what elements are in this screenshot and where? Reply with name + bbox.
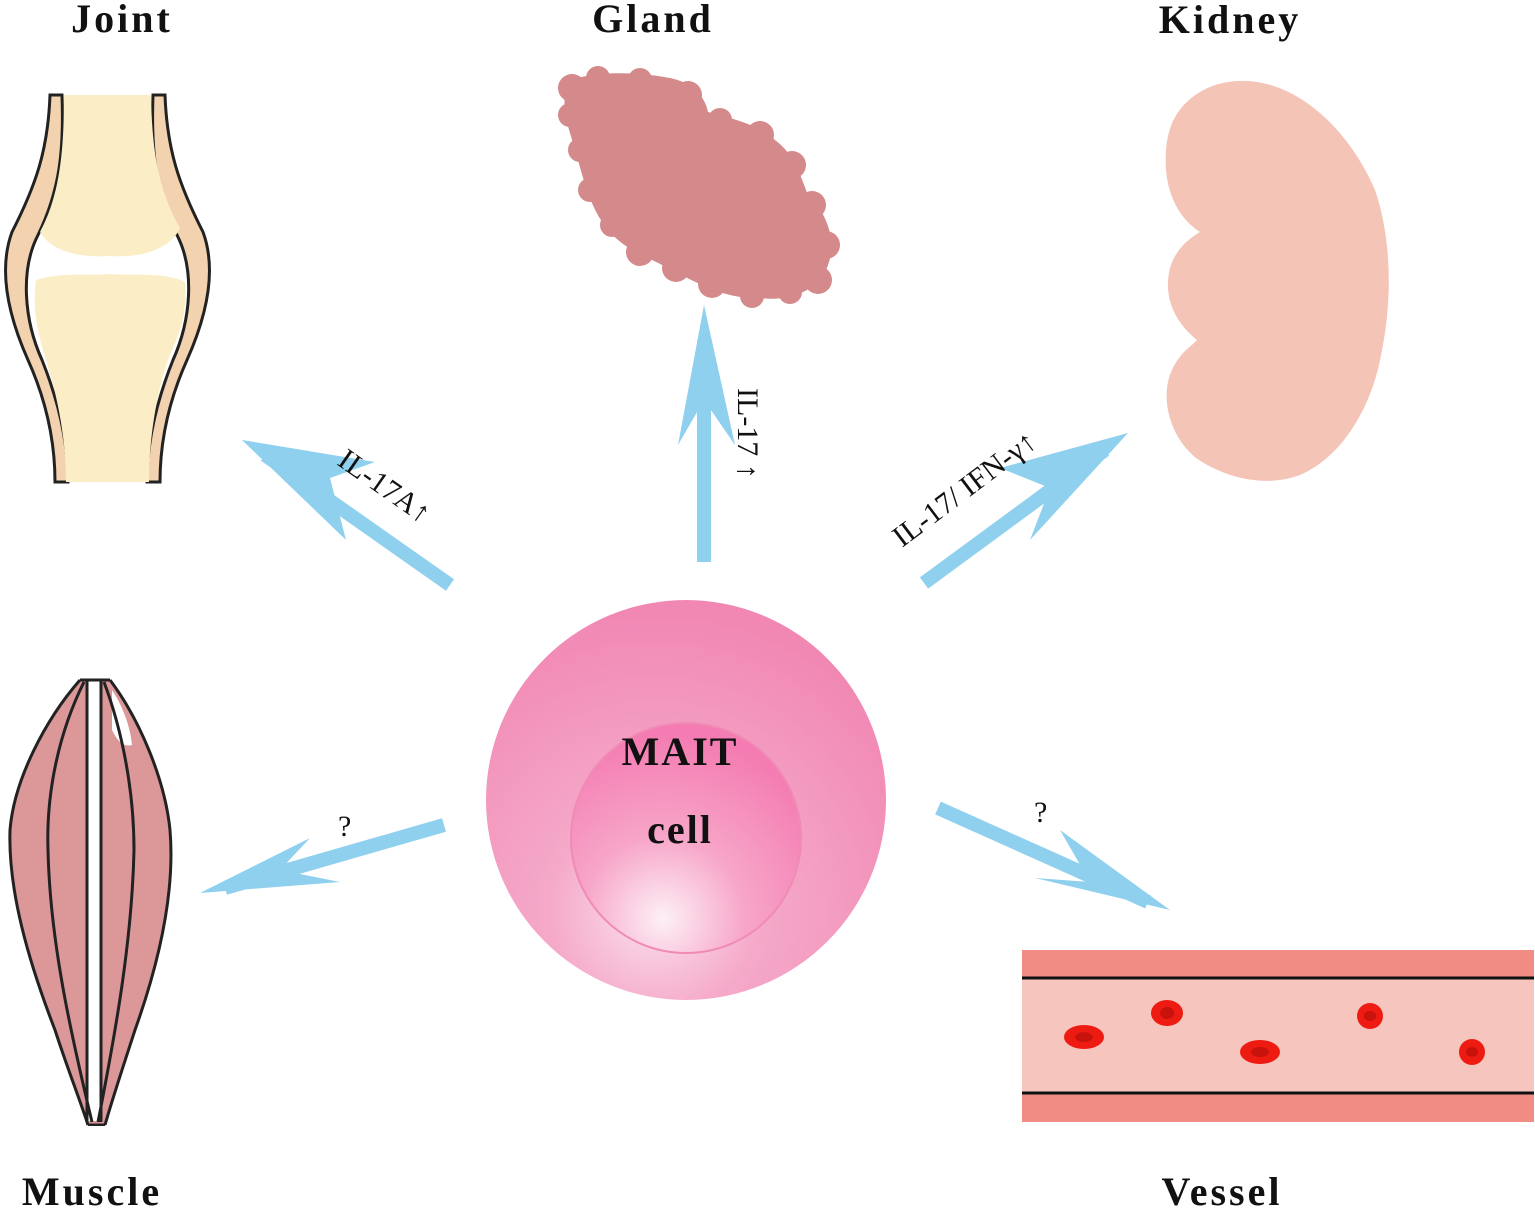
gland-icon: [558, 66, 840, 308]
arrow-to-kidney: [919, 433, 1128, 589]
vessel-icon: [1022, 950, 1534, 1122]
mait-label: MAIT: [622, 729, 739, 774]
kidney-arrow-label: IL-17/ IFN-γ↑: [886, 424, 1042, 553]
arrow-to-muscle: [200, 818, 446, 895]
muscle-title: Muscle: [22, 1169, 162, 1208]
vessel-arrow-label: ?: [1034, 796, 1047, 829]
arrows: [200, 305, 1170, 910]
vessel-title: Vessel: [1162, 1169, 1283, 1208]
muscle-arrow-label: ?: [338, 810, 351, 843]
kidney-title: Kidney: [1159, 0, 1301, 42]
cell-label: cell: [647, 807, 713, 852]
arrow-to-joint: [242, 440, 455, 591]
kidney-icon: [1165, 80, 1389, 481]
joint-icon: [3, 93, 212, 484]
gland-title: Gland: [592, 0, 714, 41]
blood-cells: [1064, 1000, 1485, 1065]
muscle-icon: [8, 678, 173, 1148]
arrow-to-vessel: [935, 801, 1170, 910]
arrow-to-gland: [678, 305, 735, 562]
joint-title: Joint: [71, 0, 173, 41]
mait-cell-icon: [486, 600, 886, 1000]
gland-arrow-label: IL-17 ↑: [731, 388, 764, 479]
